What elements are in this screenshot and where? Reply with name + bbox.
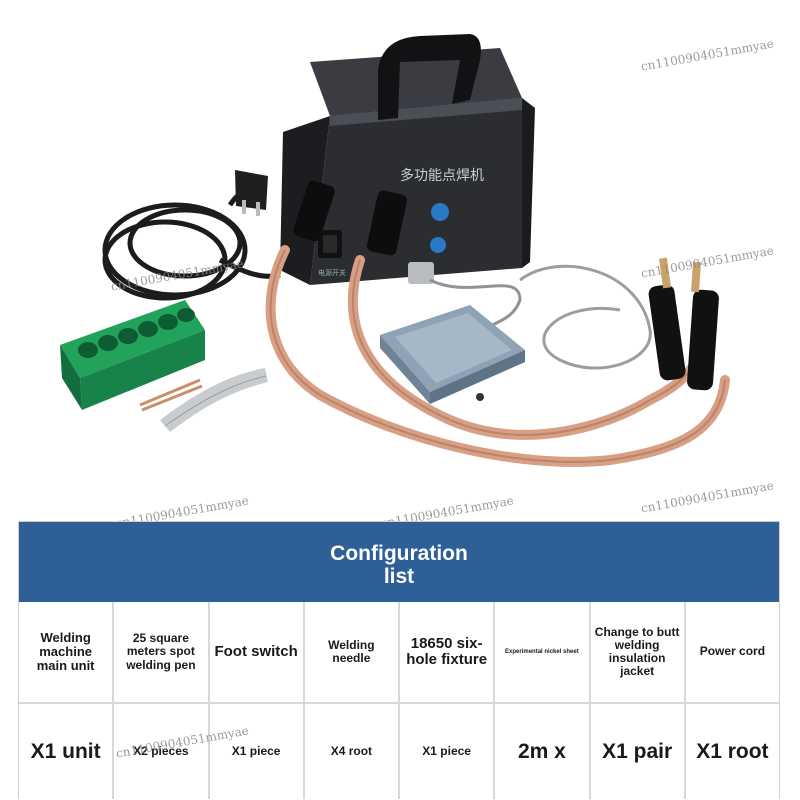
item-name: Power cord [685,602,779,702]
item-name: Change to butt welding insulation jacket [590,602,684,702]
title-line-1: Configuration [330,542,468,565]
item-quantity: 2m x [495,704,589,800]
foot-pedal-icon [380,305,525,404]
item-quantity: X4 root [304,704,398,800]
six-hole-fixture-icon [60,300,205,410]
item-quantity: X1 piece [209,704,303,800]
welding-pen-icon [648,257,719,391]
item-name: Welding needle [304,602,398,702]
knob-icon [431,203,449,221]
item-name: Welding machine main unit [19,602,113,702]
nickel-sheet-icon [160,368,268,432]
item-quantity: X1 root [685,704,779,800]
item-name: 18650 six-hole fixture [400,602,494,702]
configuration-grid: Welding machine main unit 25 square mete… [19,602,779,800]
item-name: Foot switch [209,602,303,702]
item-quantity: X2 pieces [114,704,208,800]
configuration-list: Configuration list Welding machine main … [18,521,780,800]
configuration-title: Configuration list [19,522,779,602]
switch-label: 电源开关 [318,268,346,277]
power-plug-icon [235,170,268,216]
pedal-connector-icon [408,262,434,284]
item-quantity: X1 piece [400,704,494,800]
product-photo: 多功能点焊机 电源开关 [60,34,730,467]
front-label: 多功能点焊机 [400,167,484,184]
item-quantity: X1 pair [590,704,684,800]
item-quantity: X1 unit [19,704,113,800]
item-name: 25 square meters spot welding pen [114,602,208,702]
title-line-2: list [383,565,415,588]
item-name: Experimental nickel sheet [495,602,589,702]
knob-icon [430,237,446,253]
welding-machine-icon: 多功能点焊机 电源开关 [280,34,535,285]
welding-needle-icon [139,378,203,412]
